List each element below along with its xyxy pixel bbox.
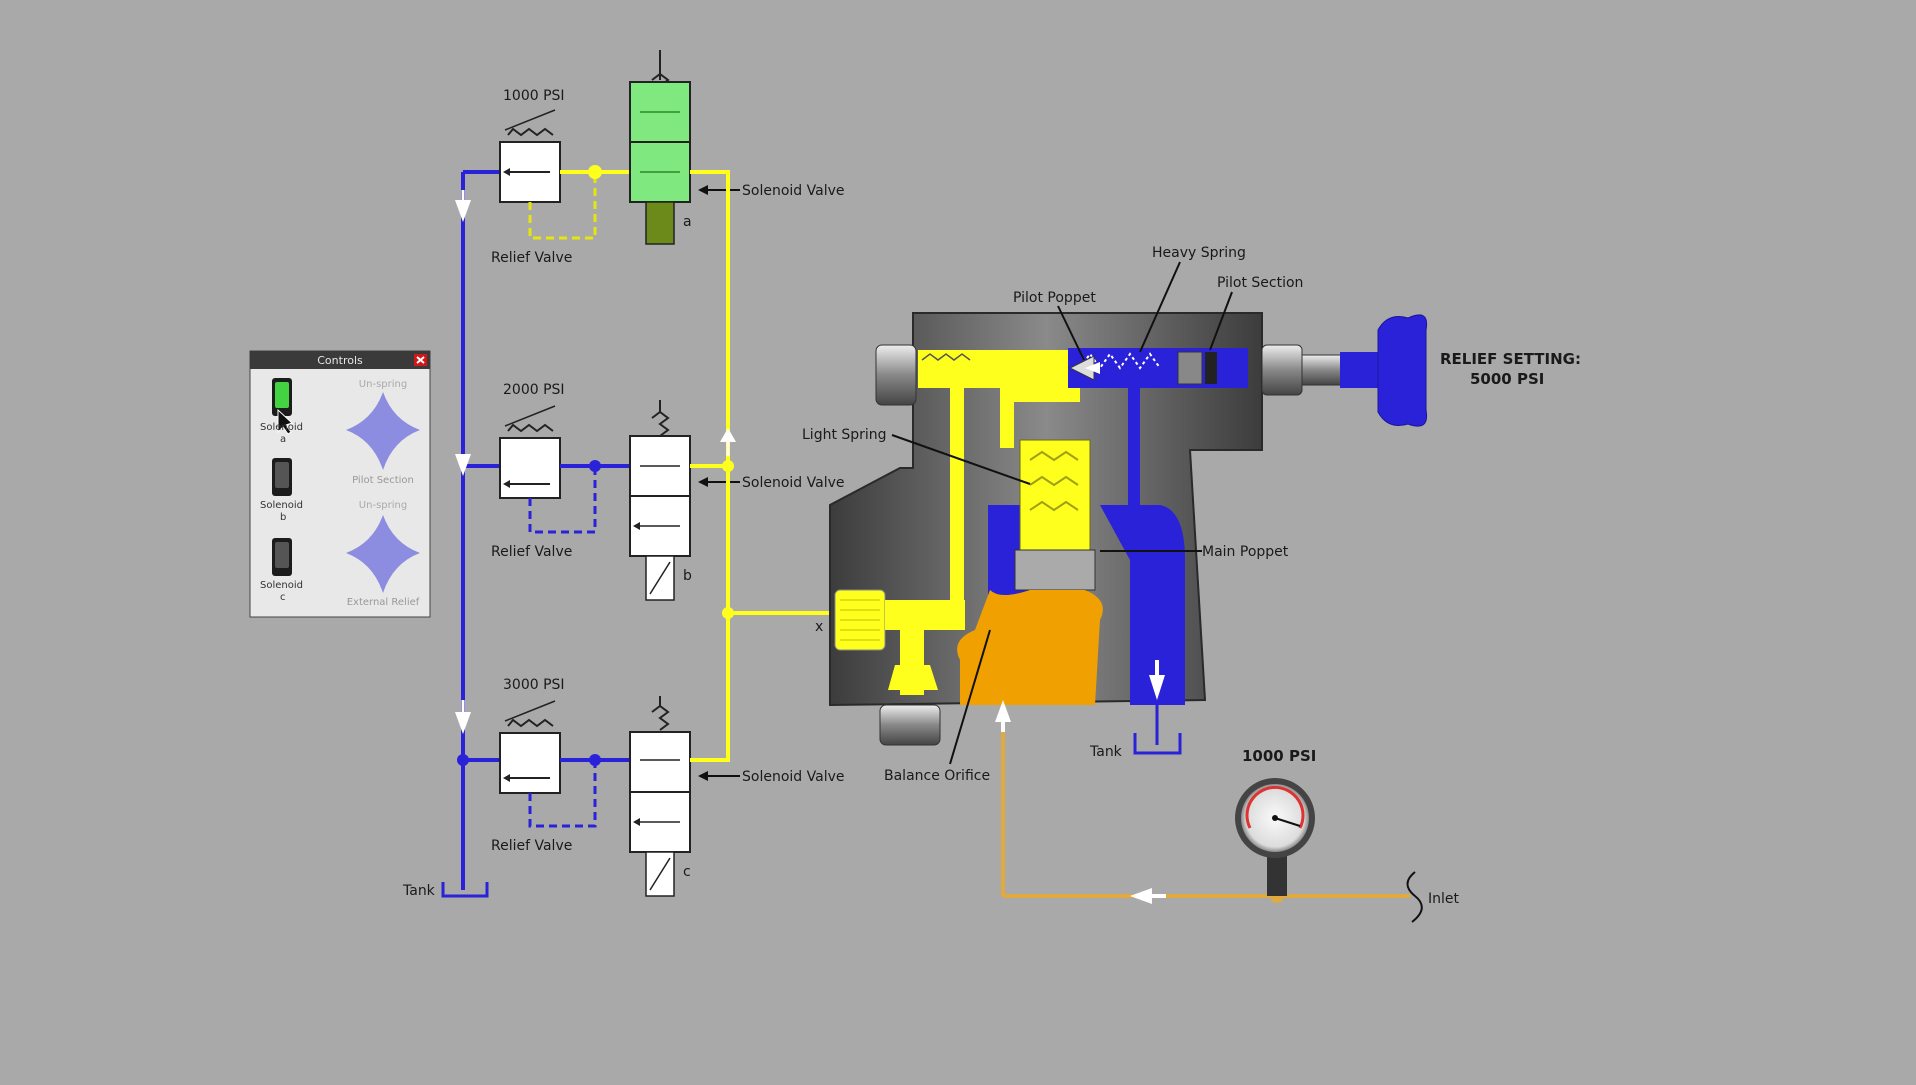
solenoid-letter: a <box>683 214 692 230</box>
spring-icon <box>507 423 554 433</box>
pilot-section-knob-label: Pilot Section <box>352 475 414 486</box>
solenoid-valve-b: b Solenoid Valve <box>629 400 844 601</box>
tank-chamber <box>1100 505 1185 705</box>
knob-hint: Un-spring <box>359 379 407 390</box>
flow-arrow-icon <box>1149 675 1165 700</box>
main-relief-valve: RELIEF SETTING: 5000 PSI x <box>802 245 1581 923</box>
knob-hint: Un-spring <box>359 500 407 511</box>
solenoid-b-toggle[interactable] <box>272 458 292 496</box>
controls-panel: Controls Solenoid a Solenoid b Solenoid … <box>249 350 431 618</box>
solenoid-valve-label: Solenoid Valve <box>742 475 844 491</box>
bottom-plug <box>879 704 941 746</box>
solenoid-letter: b <box>683 568 692 584</box>
relief-setting-label: 1000 PSI <box>503 88 565 104</box>
flow-arrow-icon <box>455 712 471 734</box>
solenoid-valve-label: Solenoid Valve <box>742 769 844 785</box>
inlet-chamber <box>957 590 1103 705</box>
controls-titlebar <box>250 351 430 369</box>
pilot-passage <box>918 350 1068 388</box>
main-poppet-label: Main Poppet <box>1202 544 1289 560</box>
pilot-section-label: Pilot Section <box>1217 275 1303 291</box>
relief-valve-3: 3000 PSI Relief Valve <box>491 677 630 854</box>
inlet-break-icon <box>1406 871 1423 923</box>
main-poppet <box>1014 549 1096 591</box>
light-spring <box>1019 439 1091 551</box>
heavy-spring-label: Heavy Spring <box>1152 245 1246 261</box>
solenoid-valve-label: Solenoid Valve <box>742 183 844 199</box>
main-tank-label: Tank <box>1089 744 1123 760</box>
adjustment-knob-icon[interactable] <box>1340 314 1428 427</box>
relief-valve-1: 1000 PSI Relief Valve <box>491 88 597 266</box>
tank-symbol <box>441 882 489 898</box>
port-x-label: x <box>815 619 823 635</box>
external-relief-knob-label: External Relief <box>347 597 420 608</box>
tank-symbol <box>1133 733 1182 755</box>
relief-valve-label: Relief Valve <box>491 838 572 854</box>
cursor-icon <box>277 408 293 435</box>
relief-valve-label: Relief Valve <box>491 544 572 560</box>
solenoid-b-letter: b <box>280 512 286 523</box>
solenoid-valve-a: a Solenoid Valve <box>629 50 844 245</box>
controls-title: Controls <box>317 354 363 367</box>
spring-icon <box>507 127 554 137</box>
flow-arrow-icon <box>1130 888 1152 904</box>
inlet-label: Inlet <box>1428 891 1460 907</box>
solenoid-valve-c: c Solenoid Valve <box>629 696 844 897</box>
close-icon[interactable] <box>414 354 427 366</box>
relief-setting-label: 2000 PSI <box>503 382 565 398</box>
gauge-label: 1000 PSI <box>1242 747 1316 765</box>
pilot-circuit: Tank 1000 PSI Relief Valve 2000 PSI Reli… <box>402 50 844 899</box>
solenoid-c-letter: c <box>280 592 286 603</box>
flow-arrow-icon <box>455 454 471 476</box>
flow-arrow-icon <box>995 700 1011 722</box>
solenoid-letter: c <box>683 864 691 880</box>
relief-setting-title: RELIEF SETTING: <box>1440 350 1581 368</box>
solenoid-a-letter: a <box>280 434 286 445</box>
flow-arrow-icon <box>720 428 736 442</box>
relief-valve-label: Relief Valve <box>491 250 572 266</box>
heavy-spring-icon <box>1079 352 1161 370</box>
light-spring-label: Light Spring <box>802 427 887 443</box>
solenoid-c-toggle[interactable] <box>272 538 292 576</box>
external-relief-knob-icon[interactable] <box>346 515 420 593</box>
solenoid-a-label: Solenoid <box>260 422 303 433</box>
solenoid-a-toggle[interactable] <box>272 378 293 435</box>
pressure-gauge-icon <box>1235 778 1315 896</box>
solenoid-c-label: Solenoid <box>260 580 303 591</box>
pilot-poppet-label: Pilot Poppet <box>1013 290 1096 306</box>
end-plug <box>875 344 917 406</box>
pilot-section-knob-icon[interactable] <box>346 392 420 470</box>
spring-icon <box>507 718 554 728</box>
tank-label: Tank <box>402 883 436 899</box>
solenoid-b-label: Solenoid <box>260 500 303 511</box>
relief-valve-2: 2000 PSI Relief Valve <box>491 382 630 560</box>
balance-orifice-label: Balance Orifice <box>884 768 990 784</box>
flow-arrow-icon <box>455 200 471 222</box>
relief-setting-value: 5000 PSI <box>1470 370 1544 388</box>
relief-setting-label: 3000 PSI <box>503 677 565 693</box>
